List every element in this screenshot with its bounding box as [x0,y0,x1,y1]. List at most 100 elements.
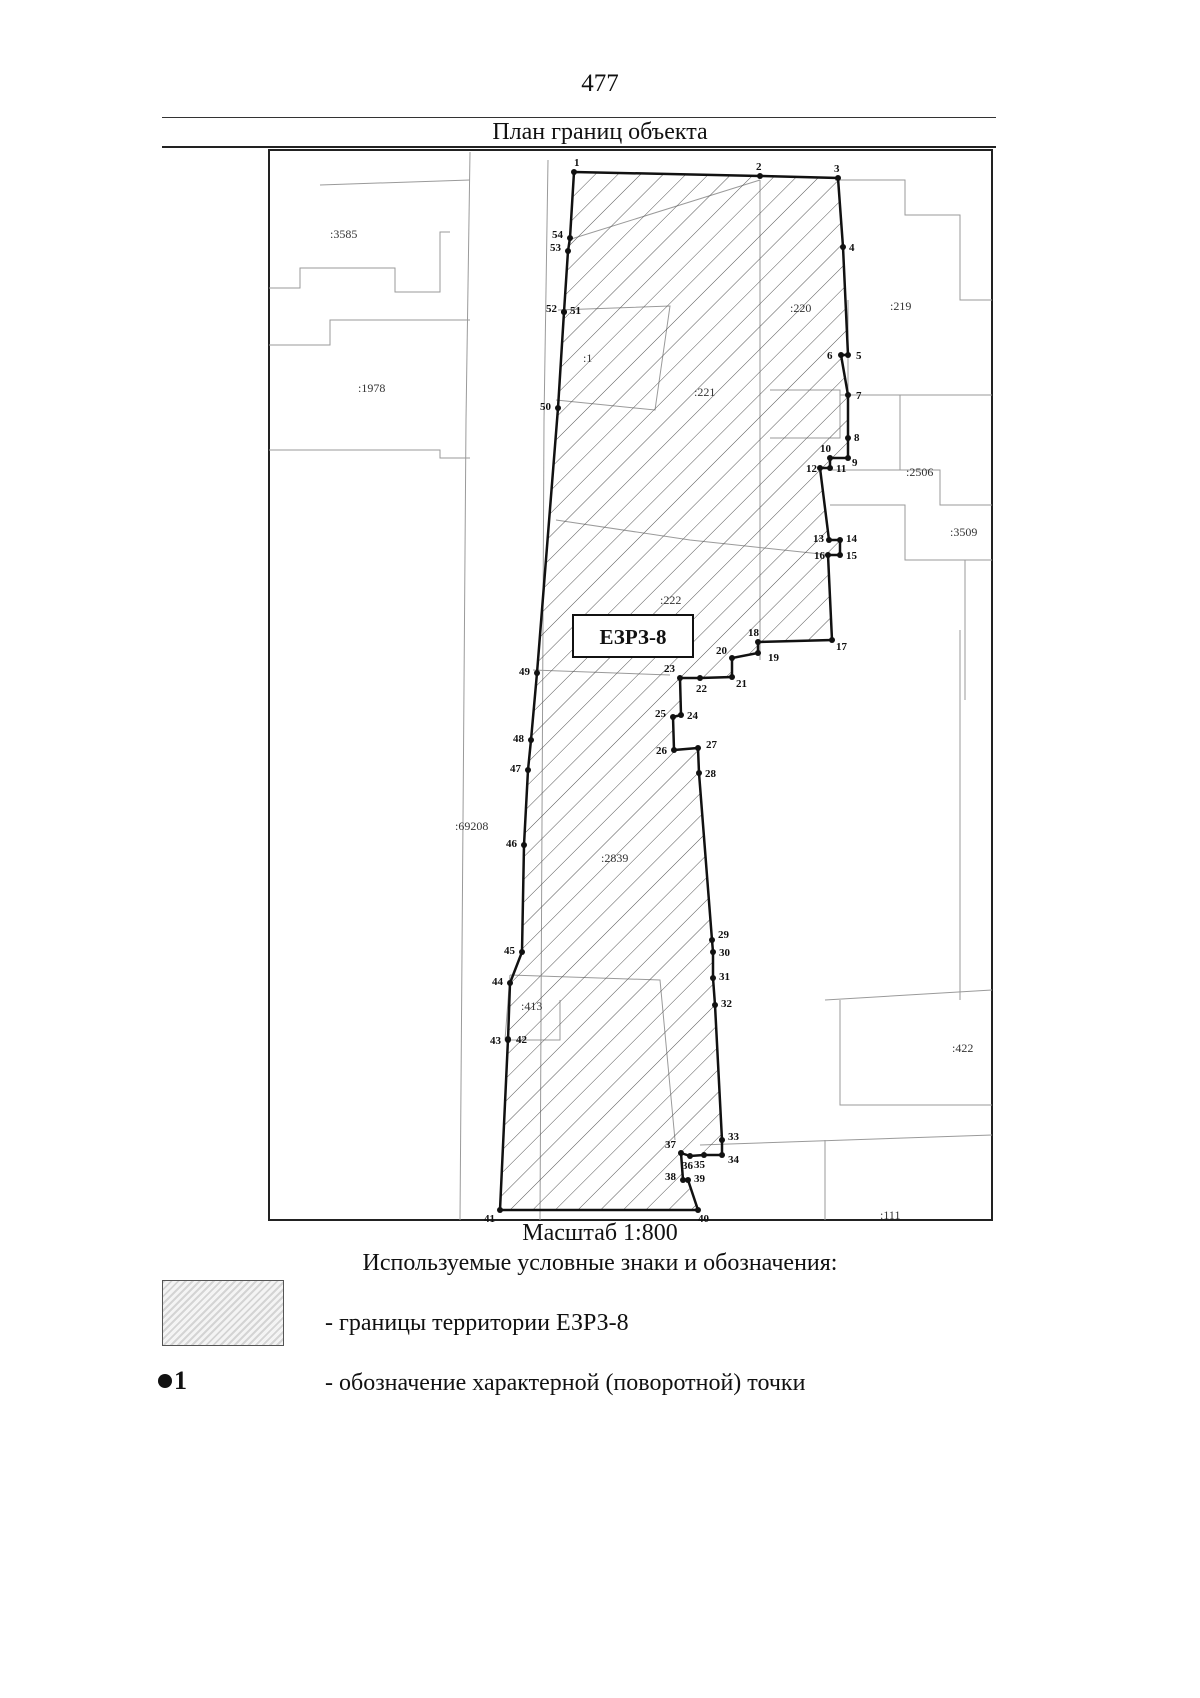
vertex-point-28 [696,770,702,776]
vertex-label-47: 47 [510,763,522,775]
vertex-label-40: 40 [698,1213,710,1225]
vertex-point-44 [507,980,513,986]
vertex-label-34: 34 [728,1154,740,1166]
parcel-label: :1978 [358,381,385,395]
parcel-label: :1 [583,351,592,365]
vertex-label-13: 13 [813,533,825,545]
vertex-point-31 [710,975,716,981]
vertex-point-10 [827,455,833,461]
vertex-point-11 [827,465,833,471]
parcel-label: :222 [660,593,681,607]
plan-title: План границ объекта [492,119,708,145]
legend-point-symbol: 1 [158,1366,187,1396]
vertex-label-5: 5 [856,350,862,362]
vertex-label-29: 29 [718,929,730,941]
vertex-point-13 [826,537,832,543]
vertex-label-46: 46 [506,838,518,850]
legend-point-number: 1 [174,1366,187,1395]
vertex-point-50 [555,405,561,411]
vertex-point-4 [840,244,846,250]
vertex-label-53: 53 [550,242,562,254]
title-rule-top [162,117,996,118]
zone-label-box: ЕЗРЗ-8 [572,614,694,658]
vertex-label-7: 7 [856,390,862,402]
vertex-label-4: 4 [849,242,855,254]
vertex-label-42: 42 [516,1034,528,1046]
parcel-label: :2839 [601,851,628,865]
parcel-label: :422 [952,1041,973,1055]
vertex-point-53 [565,248,571,254]
vertex-label-3: 3 [834,163,840,175]
page-number: 477 [581,70,619,97]
vertex-point-26 [671,747,677,753]
vertex-point-52 [561,309,567,315]
parcel-label: :3509 [950,525,977,539]
vertex-label-24: 24 [687,710,699,722]
parcel-label: :219 [890,299,911,313]
vertex-label-48: 48 [513,733,525,745]
vertex-label-41: 41 [484,1213,495,1225]
vertex-label-23: 23 [664,663,676,675]
vertex-label-1: 1 [574,157,580,169]
vertex-label-9: 9 [852,457,858,469]
vertex-label-12: 12 [806,463,818,475]
parcel-label: :3585 [330,227,357,241]
vertex-point-43 [505,1037,511,1043]
vertex-point-48 [528,737,534,743]
vertex-label-31: 31 [719,971,730,983]
vertex-label-18: 18 [748,627,760,639]
vertex-label-54: 54 [552,229,564,241]
vertex-label-22: 22 [696,683,708,695]
parcel-label: :69208 [455,819,488,833]
vertex-label-37: 37 [665,1139,677,1151]
vertex-label-27: 27 [706,739,718,751]
vertex-point-41 [497,1207,503,1213]
vertex-label-50: 50 [540,401,552,413]
vertex-point-37 [678,1150,684,1156]
vertex-point-17 [829,637,835,643]
vertex-label-10: 10 [820,443,832,455]
vertex-label-39: 39 [694,1173,706,1185]
vertex-label-45: 45 [504,945,516,957]
vertex-point-36 [687,1153,693,1159]
vertex-point-15 [837,552,843,558]
parcel-label: :413 [521,999,542,1013]
zone-label: ЕЗРЗ-8 [599,625,666,649]
vertex-point-38 [680,1177,686,1183]
parcel-label: :220 [790,301,811,315]
vertex-label-36: 36 [682,1160,694,1172]
map-scale: Масштаб 1:800 [522,1220,678,1246]
vertex-point-21 [729,674,735,680]
vertex-point-39 [685,1177,691,1183]
vertex-point-49 [534,670,540,676]
vertex-point-20 [729,655,735,661]
vertex-label-16: 16 [814,550,826,562]
vertex-point-46 [521,842,527,848]
vertex-label-14: 14 [846,533,858,545]
vertex-label-35: 35 [694,1159,706,1171]
vertex-point-34 [719,1152,725,1158]
vertex-point-6 [838,352,844,358]
vertex-label-43: 43 [490,1035,502,1047]
vertex-label-26: 26 [656,745,668,757]
vertex-point-35 [701,1152,707,1158]
vertex-point-8 [845,435,851,441]
vertex-point-32 [712,1002,718,1008]
vertex-point-24 [678,712,684,718]
vertex-label-25: 25 [655,708,667,720]
legend-boundary-text: - границы территории ЕЗРЗ-8 [325,1310,629,1336]
vertex-label-52: 52 [546,303,558,315]
vertex-label-20: 20 [716,645,728,657]
vertex-point-14 [837,537,843,543]
vertex-point-54 [567,235,573,241]
vertex-label-28: 28 [705,768,717,780]
vertex-point-7 [845,392,851,398]
legend-title: Используемые условные знаки и обозначени… [362,1250,838,1276]
vertex-label-51: 51 [570,305,581,317]
vertex-label-17: 17 [836,641,848,653]
vertex-label-38: 38 [665,1171,677,1183]
vertex-point-2 [757,173,763,179]
vertex-label-19: 19 [768,652,780,664]
